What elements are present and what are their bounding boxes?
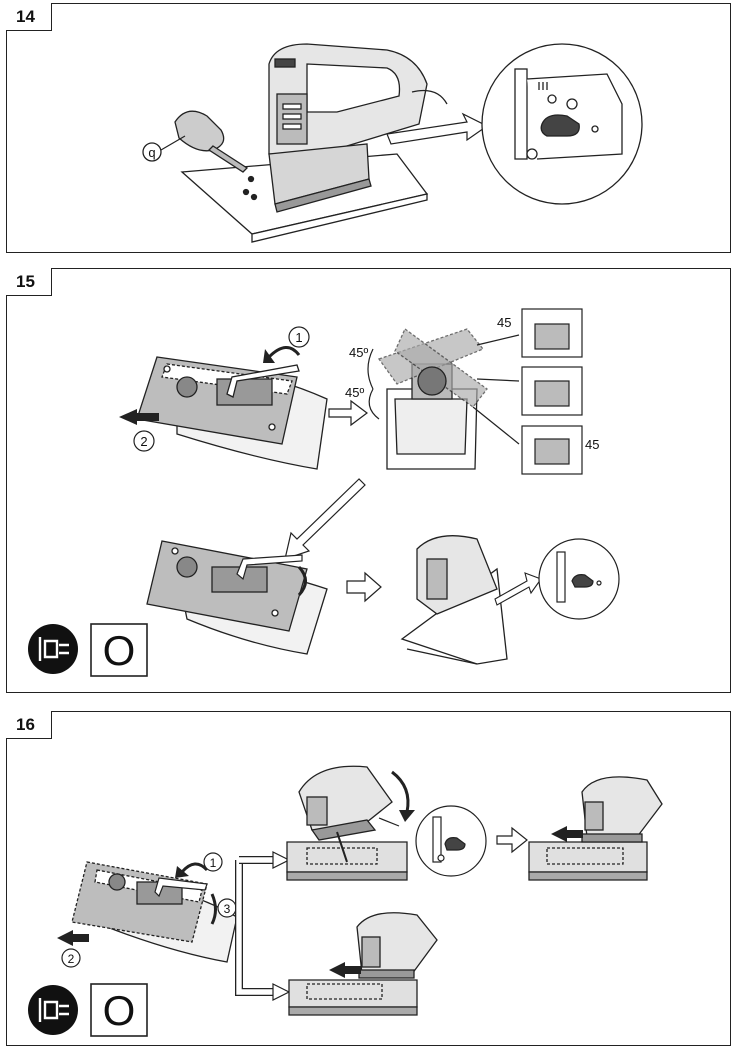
push-arrow-icon [551,826,583,842]
arrow-icon [496,826,528,854]
panel-number: 16 [6,711,52,739]
hex-key-icon [226,364,300,398]
oil-callout-marker [142,142,162,162]
oil-callout-label: q [148,145,155,160]
step-marker [288,326,310,348]
shoe-plate-top [136,356,328,470]
rotate-arrow-icon [210,893,217,925]
lever-detail-icon [538,538,620,620]
push-arrow-icon [57,930,89,946]
step-1-label: 1 [295,330,302,345]
step-2-label: 2 [68,952,75,966]
step-marker [61,948,81,968]
angle-label: 45 [497,315,511,330]
mode-symbol: O [103,627,136,674]
angle-label: 45 [585,437,599,452]
rotate-arrow-icon [180,862,209,874]
panel-16-illustration: 1 3 2 [28,765,663,1037]
rotate-arrow-icon [297,565,307,597]
push-arrow-icon [329,962,361,978]
push-arrow-icon [119,409,159,425]
shoe-plate [71,861,238,963]
unplug-icon [28,985,78,1035]
oil-bottle-icon [174,110,258,201]
step-3-label: 3 [224,902,231,916]
rotate-arrow-icon [391,770,410,813]
angle-detail-top [476,308,583,358]
jigsaw-icon [298,765,393,863]
jigsaw-icon [581,776,663,843]
arrow-icon [328,399,368,427]
arrow-icon [272,983,291,1001]
panel-14: 14 q [6,3,731,253]
angle-detail-middle [476,366,583,416]
mode-symbol: O [103,987,136,1034]
panel-16: 16 1 3 2 [6,711,731,1046]
panel-number: 15 [6,268,52,296]
workpiece-board [288,979,418,1016]
jigsaw-front-view [377,328,488,470]
jigsaw-icon [356,912,438,979]
unplug-icon [28,624,78,674]
angle-detail-bottom [472,406,583,475]
step-2-label: 2 [140,434,147,449]
mode-box [90,623,148,677]
workpiece-board [286,841,408,881]
lever-detail-icon [481,43,643,205]
panel-14-illustration: q [142,43,643,243]
step-marker [203,852,223,872]
jigsaw-icon [400,535,508,665]
workpiece-board [528,841,648,881]
panel-15: 15 1 2 [6,268,731,693]
step-1-label: 1 [210,856,217,870]
panel-15-illustration: 1 2 45º 45º 45 [28,308,620,677]
hex-key-icon [236,554,303,581]
step-marker [133,430,155,452]
mode-box [90,983,148,1037]
angle-label: 45º [345,385,364,400]
jigsaw-icon [268,43,448,213]
arrow-icon [284,478,366,560]
hex-key-icon [154,877,208,898]
arrow-icon [386,112,489,145]
rotate-arrow-icon [267,346,301,359]
arrow-icon [346,571,382,603]
panel-number: 14 [6,3,52,31]
angle-label: 45º [349,345,368,360]
arrow-icon [494,572,542,606]
arrow-icon [272,851,291,869]
lever-detail-icon [415,805,487,877]
